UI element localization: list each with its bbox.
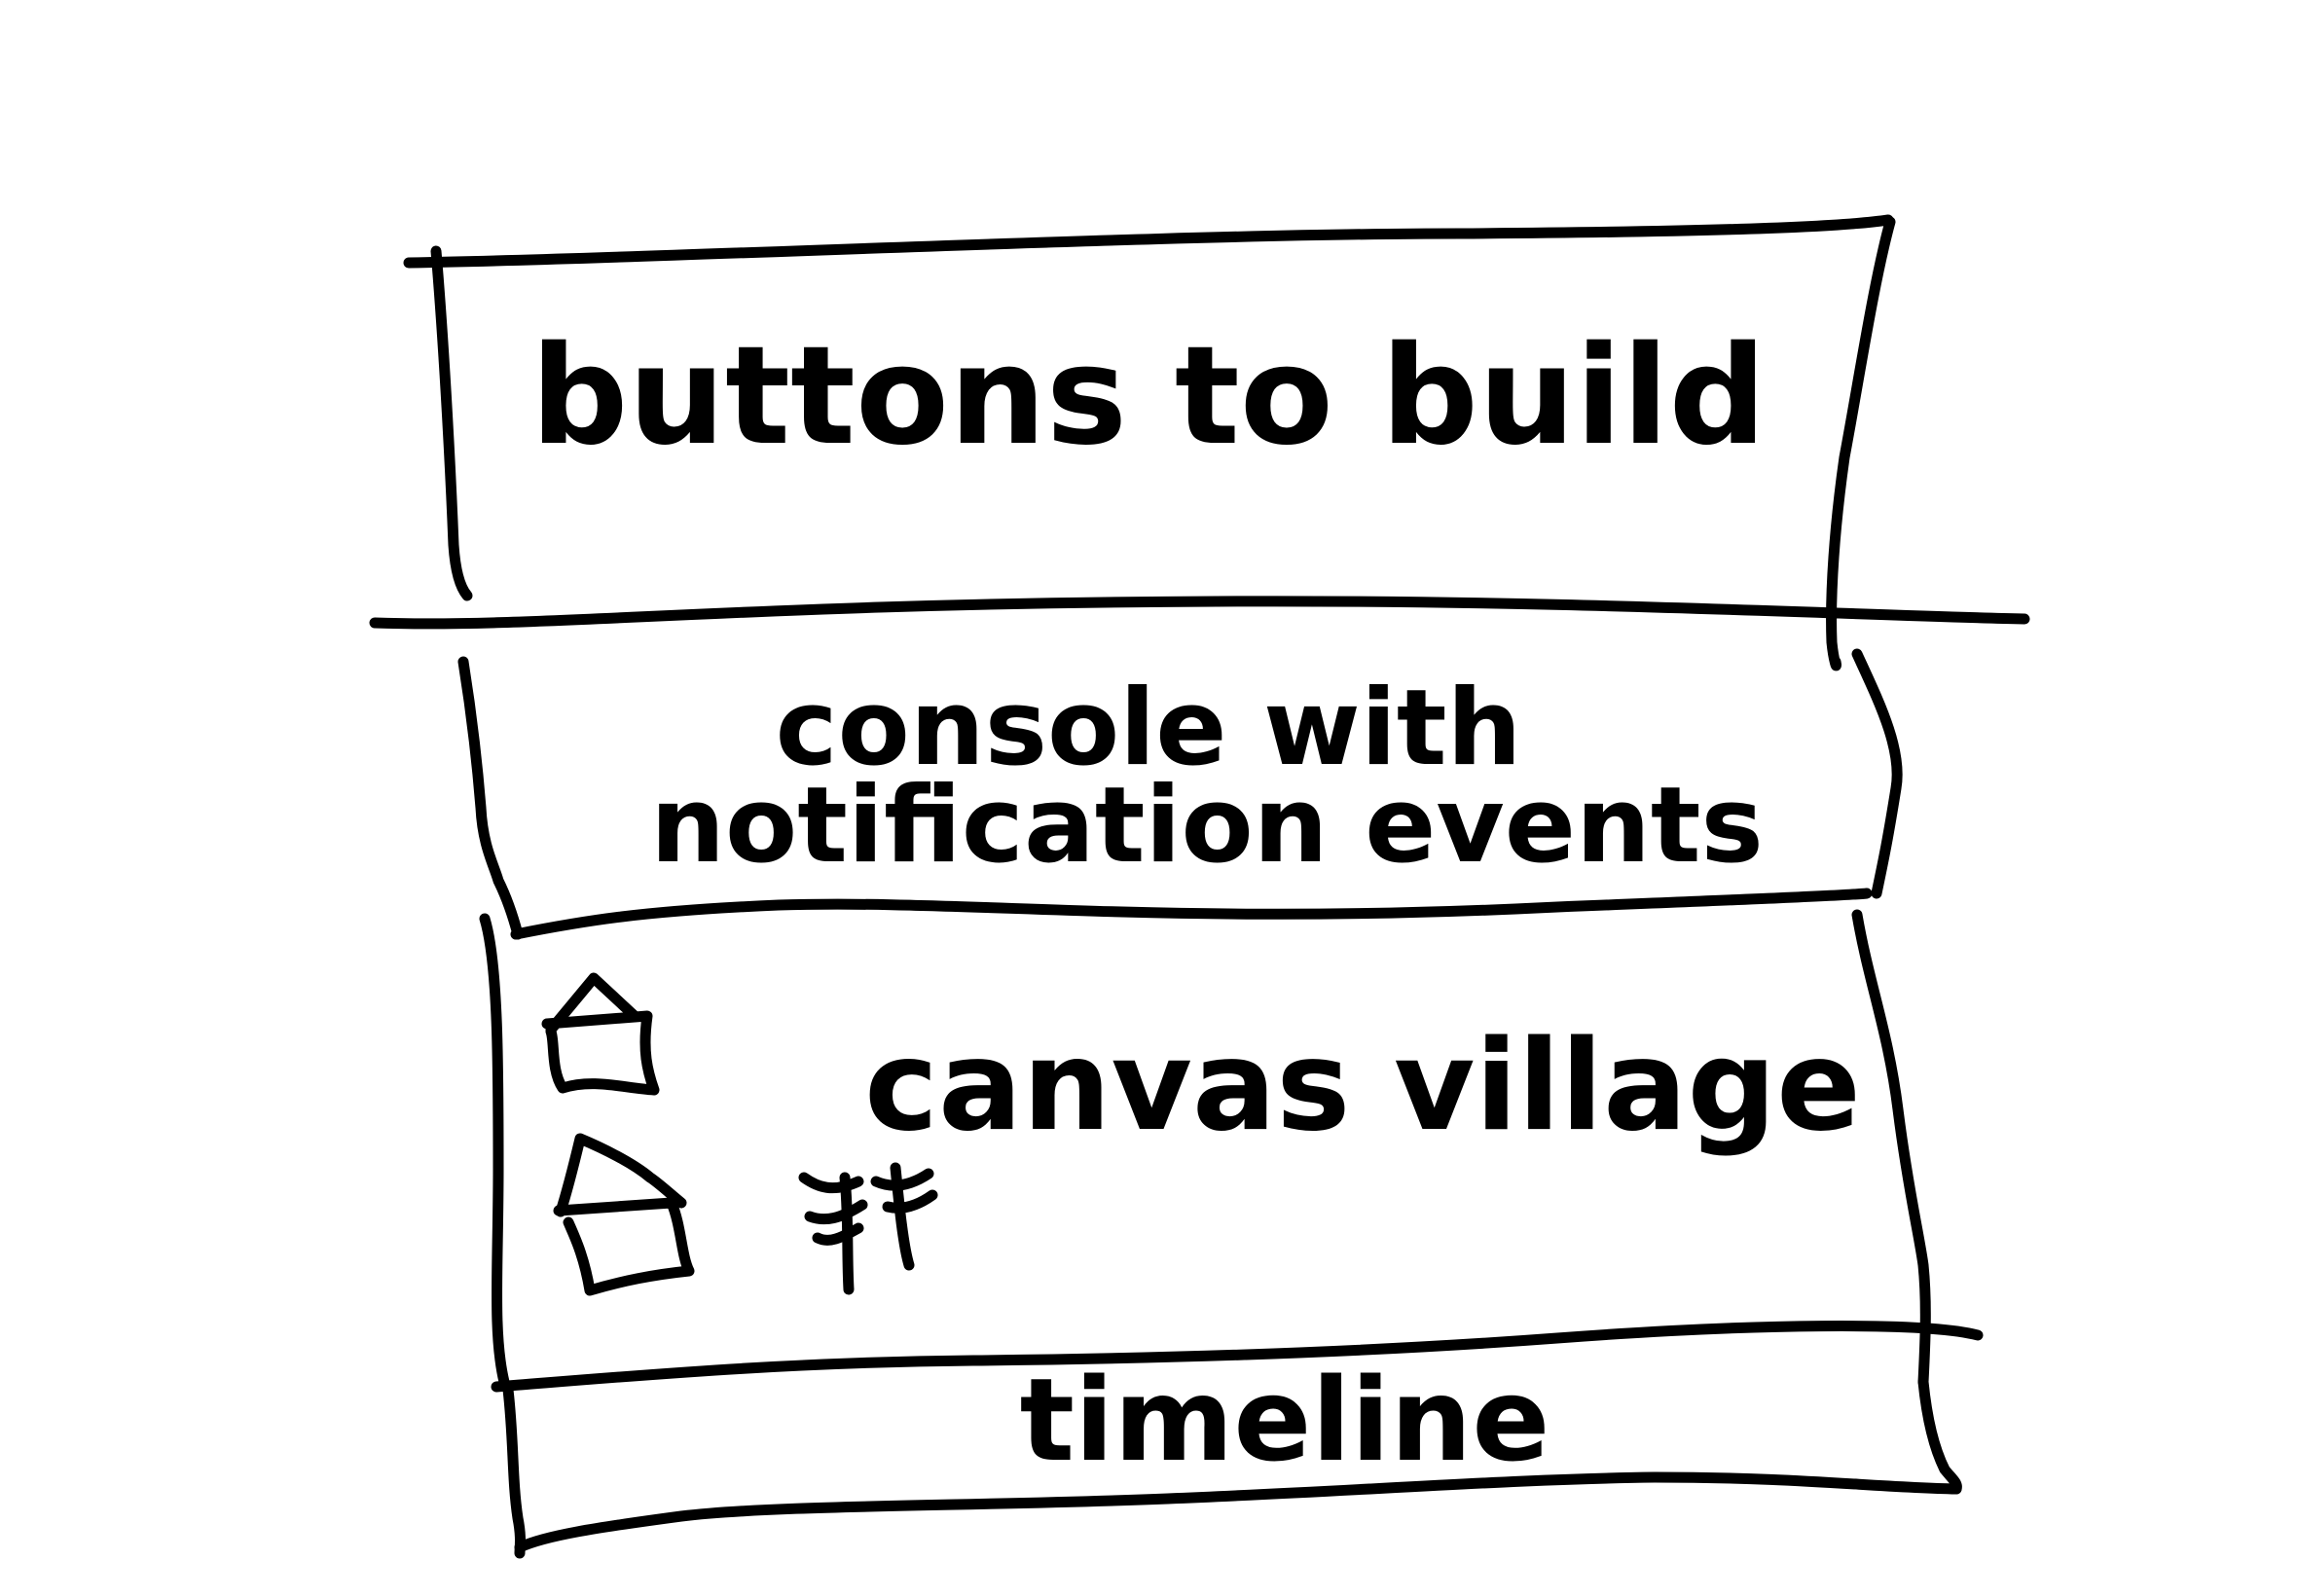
timeline-right-border [1917, 1376, 1962, 1495]
canvas-bottom-border [491, 1321, 1984, 1393]
canvas-right-border [1851, 909, 1931, 1388]
house-icon [553, 1133, 695, 1296]
toolbar-bottom-border [369, 596, 2030, 630]
tree-icon [798, 1172, 868, 1295]
timeline-section: timeline [502, 1353, 1962, 1559]
canvas-left-border [479, 913, 510, 1388]
house-icon [541, 972, 660, 1096]
toolbar-section: buttons to build [369, 214, 2030, 671]
console-label-line2: notification events [650, 765, 1764, 887]
toolbar-left-border [430, 245, 473, 601]
toolbar-top-border [403, 214, 1894, 269]
timeline-label: timeline [1020, 1353, 1550, 1487]
toolbar-label: buttons to build [530, 317, 1767, 476]
tree-icon [870, 1162, 938, 1271]
console-section: console with notification events [457, 648, 1903, 940]
toolbar-right-border [1826, 216, 1896, 671]
console-left-border [457, 656, 524, 940]
canvas-label: canvas village [864, 1014, 1861, 1159]
timeline-left-border [502, 1384, 526, 1559]
canvas-section: canvas village [479, 909, 1984, 1393]
timeline-bottom-border [514, 1471, 1962, 1553]
console-label-line1: console with [776, 668, 1522, 789]
console-right-border [1851, 648, 1903, 899]
console-bottom-border [510, 888, 1873, 940]
